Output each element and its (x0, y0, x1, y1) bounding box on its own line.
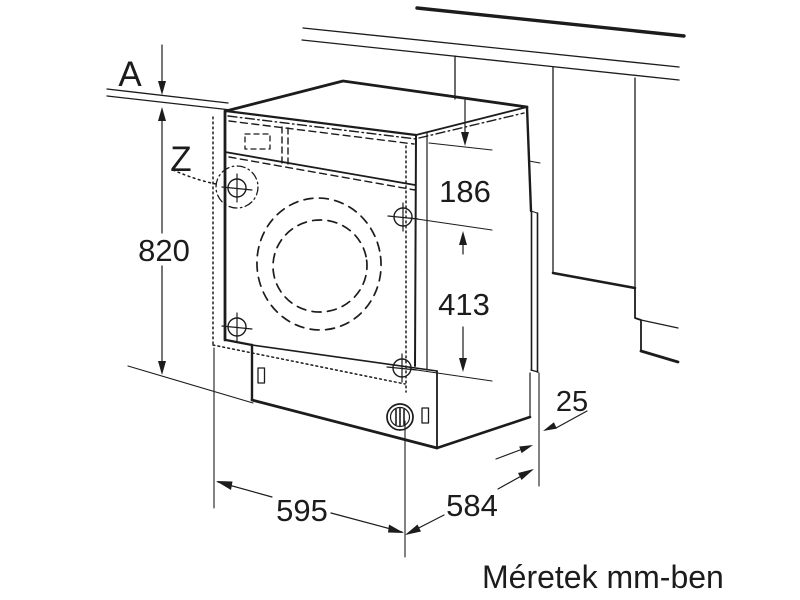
dim-label-top-offset: 186 (439, 174, 491, 209)
dimension-820 (127, 107, 254, 404)
control-panel (224, 112, 525, 191)
pump-access-cap (386, 403, 414, 431)
display-window (244, 133, 271, 150)
mounting-hole-bottom-right (386, 353, 418, 383)
detail-z-leader (172, 169, 217, 185)
washing-machine-outline (223, 79, 541, 450)
worktop-lines (301, 6, 686, 100)
plinth-details (257, 367, 430, 431)
plinth-slot-left (257, 367, 266, 384)
dim-label-height: 820 (138, 233, 190, 268)
units-caption: Méretek mm-ben (482, 559, 724, 595)
label-niche-gap: A (118, 55, 142, 94)
detail-z-circle (215, 165, 259, 209)
plinth-slot-right (421, 407, 430, 424)
dimension-595 (213, 347, 406, 558)
drum-door-dashed (256, 197, 382, 331)
niche-top-lines (106, 88, 232, 111)
dim-label-width: 595 (276, 493, 328, 528)
label-detail-z: Z (170, 140, 191, 179)
adjacent-cabinet (551, 66, 680, 364)
dimension-186 (428, 99, 493, 151)
dimension-a (158, 44, 166, 95)
dimension-584 (405, 372, 540, 535)
dim-label-depth: 584 (446, 488, 498, 523)
mounting-hole-bottom-left (221, 312, 253, 342)
dim-label-hole-spacing: 413 (438, 287, 490, 322)
mounting-hole-top-left (215, 165, 259, 209)
dimension-25 (495, 410, 588, 460)
dimension-413 (409, 217, 493, 382)
dim-label-rear-gap: 25 (556, 386, 588, 418)
door-panel-dotted-outline (212, 116, 407, 393)
mounting-hole-top-right (387, 202, 419, 232)
